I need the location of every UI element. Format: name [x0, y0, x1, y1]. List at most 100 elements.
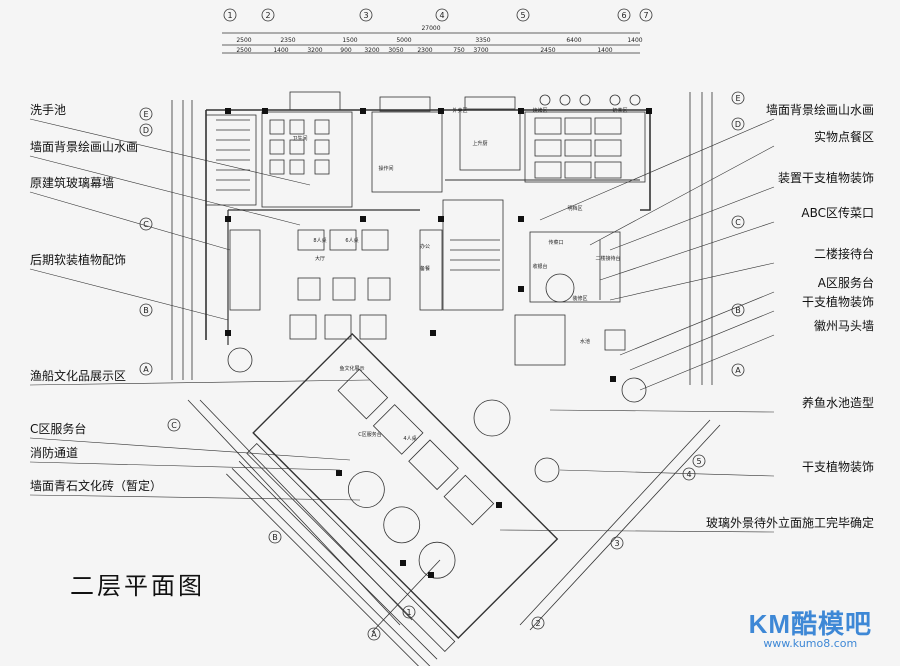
axis-diag-C: C [171, 421, 177, 430]
axis-top-3-circle [359, 8, 373, 22]
top-dim-row2-4: 3200 [364, 47, 379, 54]
room-label-1: 操作间 [378, 165, 393, 172]
top-dim-row1-5: 6400 [566, 37, 581, 44]
top-dim-row1-2: 1500 [342, 37, 357, 44]
top-dim-row2-7: 750 [453, 47, 465, 54]
room-label-18: 外卖区 [452, 107, 467, 114]
room-label-5: 明档区 [567, 205, 582, 212]
room-label-13: 4人桌 [403, 435, 416, 442]
axis-top-2-circle [261, 8, 275, 22]
axis-top-1: 1 [227, 11, 232, 20]
watermark: KM酷模吧 www.kumo8.com [749, 604, 872, 650]
axis-diag-num-5: 5 [696, 457, 701, 466]
axis-top-4-circle [435, 8, 449, 22]
axis-top-6: 6 [621, 11, 626, 20]
room-label-11: 8人桌 [313, 237, 326, 244]
axis-diag-num-1-circle [402, 605, 416, 619]
room-label-3: 烧烤区 [532, 107, 547, 114]
right-leader-9 [559, 469, 775, 477]
right-leader-0 [539, 118, 775, 221]
left-leader-2 [29, 191, 231, 251]
room-label-15: C区服务台 [358, 431, 382, 438]
right-callout-3: ABC区传菜口 [801, 206, 874, 220]
room-label-6: 大厅 [315, 255, 325, 262]
left-callout-4: 渔船文化品展示区 [30, 369, 127, 383]
axis-top-1-circle [223, 8, 237, 22]
right-leader-6 [629, 310, 775, 371]
axis-diag-num-3-circle [610, 536, 624, 550]
top-dim-row1-3: 5000 [396, 37, 411, 44]
axis-top-4: 4 [439, 11, 444, 20]
right-leader-3 [599, 221, 775, 281]
axis-top-5: 5 [520, 11, 525, 20]
axis-diag-num-5-circle [692, 454, 706, 468]
left-callout-7: 墙面青石文化砖（暂定） [30, 479, 163, 493]
left-callout-1: 墙面背景绘画山水画 [30, 140, 139, 154]
axis-right-E: E [735, 94, 740, 103]
axis-diag-C-circle [167, 418, 181, 432]
axis-diag-num-4: 4 [686, 470, 691, 479]
top-dim-row1-6: 1400 [627, 37, 642, 44]
axis-diag-B-circle [268, 530, 282, 544]
room-label-2: 上升厨 [472, 140, 487, 147]
left-leader-3 [29, 268, 229, 321]
top-dim-row2-10: 1400 [597, 47, 612, 54]
axis-left-A-circle [139, 362, 153, 376]
left-leader-7 [29, 494, 361, 501]
axis-diag-num-2: 2 [535, 619, 540, 628]
right-callout-8: 养鱼水池造型 [801, 396, 874, 410]
left-leader-1 [29, 155, 301, 226]
room-label-9: 传菜口 [548, 239, 563, 246]
top-dim-row2-6: 2300 [417, 47, 432, 54]
axis-diag-num-2-circle [531, 616, 545, 630]
top-dim-row1-4: 3350 [475, 37, 490, 44]
left-callout-2: 原建筑玻璃幕墙 [30, 176, 115, 190]
axis-left-E: E [143, 110, 148, 119]
right-callout-6: 干支植物装饰 [801, 295, 874, 309]
right-callout-5: A区服务台 [817, 276, 874, 290]
top-total-dimension: 27000 [421, 25, 440, 32]
room-label-0: 卫生间 [292, 135, 307, 142]
axis-diag-A-circle [367, 627, 381, 641]
right-callout-1: 实物点餐区 [813, 130, 874, 144]
left-leader-4 [29, 379, 371, 386]
right-callout-4: 二楼接待台 [813, 247, 874, 261]
right-leader-2 [609, 186, 775, 251]
room-label-19: 水池 [580, 338, 590, 345]
right-callout-9: 干支植物装饰 [801, 460, 874, 474]
room-label-8: 备餐 [420, 265, 430, 272]
top-dim-row1-0: 2500 [236, 37, 251, 44]
axis-left-D: D [143, 126, 149, 135]
left-callout-3: 后期软装植物配饰 [30, 253, 127, 267]
left-callout-0: 洗手池 [30, 103, 67, 117]
axis-top-5-circle [516, 8, 530, 22]
right-leader-10 [499, 529, 775, 533]
right-callout-0: 墙面背景绘画山水画 [765, 103, 874, 117]
axis-top-3: 3 [363, 11, 368, 20]
axis-right-D-circle [731, 117, 745, 131]
room-label-10: 收银台 [532, 263, 547, 270]
left-callout-5: C区服务台 [30, 422, 87, 436]
top-dim-row2-8: 3700 [473, 47, 488, 54]
watermark-brand: KM酷模吧 [748, 609, 872, 639]
right-leader-7 [639, 334, 775, 391]
axis-top-7: 7 [643, 11, 648, 20]
right-leader-8 [549, 409, 775, 413]
axis-left-C: C [143, 220, 149, 229]
drawing-title: 二层平面图 [70, 572, 205, 600]
axis-diag-A: A [371, 630, 377, 639]
axis-left-A: A [143, 365, 149, 374]
axis-right-D: D [735, 120, 741, 129]
axis-right-A: A [735, 366, 741, 375]
left-callout-6: 消防通道 [30, 446, 79, 460]
left-leader-5 [29, 437, 351, 461]
top-dim-row1-1: 2350 [280, 37, 295, 44]
right-leader-4 [609, 262, 775, 301]
top-dim-row2-2: 3200 [307, 47, 322, 54]
axis-left-B: B [143, 306, 149, 315]
axis-top-7-circle [639, 8, 653, 22]
axis-diag-B: B [272, 533, 278, 542]
right-leader-5 [619, 291, 775, 356]
right-callout-2: 装置干支植物装饰 [777, 171, 874, 185]
